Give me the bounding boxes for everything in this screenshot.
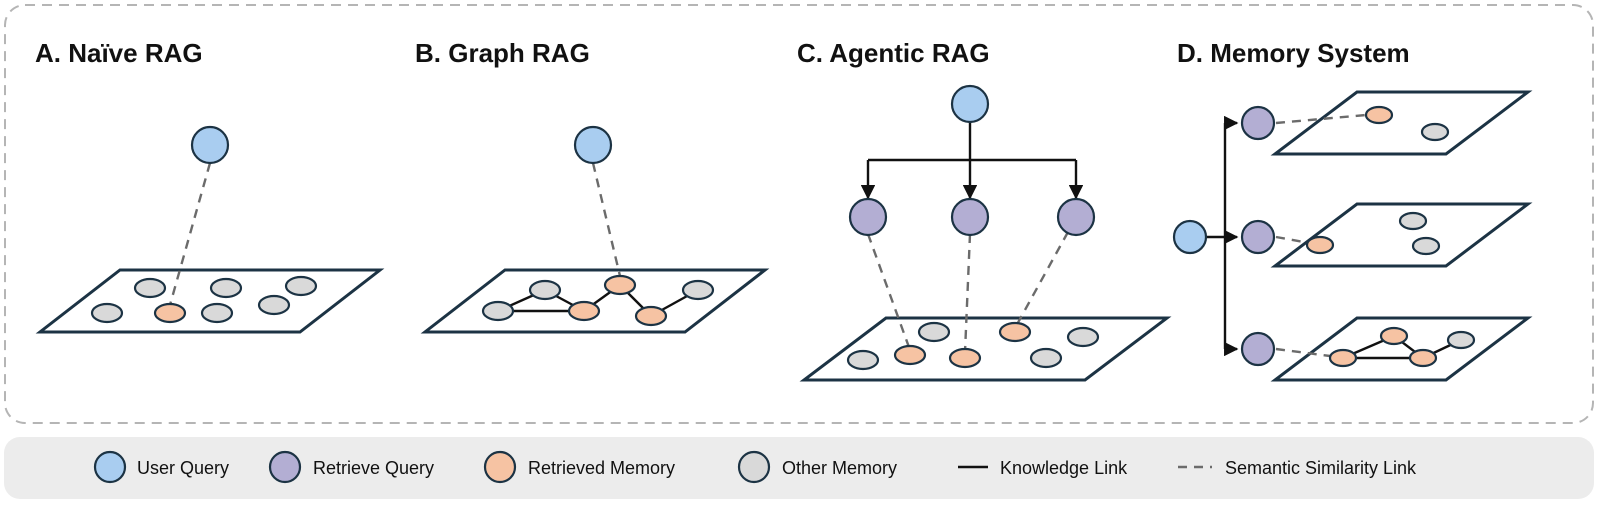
panel-frame — [4, 4, 1594, 424]
other-memory-node — [681, 279, 715, 301]
legend: User Query Retrieve Query Retrieved Memo… — [4, 437, 1594, 499]
semantic-link — [1013, 231, 1070, 329]
panel-memory-system: D. Memory System — [1172, 38, 1533, 382]
other-memory-node — [1029, 347, 1063, 369]
other-memory-node — [1066, 326, 1100, 348]
semantic-link — [591, 162, 622, 277]
retrieved-memory-node — [153, 302, 187, 324]
user-query-node — [573, 125, 613, 165]
legend-label-knowledge-link: Knowledge Link — [1000, 458, 1128, 478]
panel-graph-rag: B. Graph RAG — [415, 38, 770, 334]
other-memory-node — [528, 279, 562, 301]
legend-label-retrieved-memory: Retrieved Memory — [528, 458, 675, 478]
other-memory-node — [1420, 122, 1450, 142]
legend-label-other-memory: Other Memory — [782, 458, 897, 478]
user-query-node — [190, 125, 230, 165]
retrieved-memory-node — [634, 305, 668, 327]
other-memory-node — [1398, 211, 1428, 231]
other-memory-node — [209, 277, 243, 299]
retrieved-memory-node — [603, 274, 637, 296]
memory-plane — [1270, 90, 1533, 156]
panel-title-graph-rag: B. Graph RAG — [415, 38, 590, 68]
panel-title-agentic-rag: C. Agentic RAG — [797, 38, 990, 68]
retrieved-memory-node — [1364, 105, 1394, 125]
semantic-link — [963, 233, 972, 353]
legend-background — [4, 437, 1594, 499]
retrieved-memory-node — [948, 347, 982, 369]
memory-plane — [1270, 202, 1533, 268]
panel-naive-rag: A. Naïve RAG — [35, 38, 385, 334]
retrieved-memory-node — [1305, 235, 1335, 255]
legend-user-query-icon — [93, 450, 127, 484]
legend-label-retrieve-query: Retrieve Query — [313, 458, 434, 478]
other-memory-node — [917, 321, 951, 343]
panel-agentic-rag: C. Agentic RAG — [797, 38, 1172, 382]
other-memory-node — [257, 294, 291, 316]
retrieved-memory-node — [1408, 348, 1438, 368]
retrieve-query-node — [1240, 105, 1276, 141]
retrieved-memory-node — [567, 300, 601, 322]
semantic-link — [866, 233, 912, 351]
retrieved-memory-node — [893, 344, 927, 366]
semantic-link — [168, 162, 212, 306]
retrieve-query-node — [1056, 197, 1096, 237]
retrieve-query-node — [1240, 219, 1276, 255]
other-memory-node — [284, 275, 318, 297]
user-query-node — [950, 84, 990, 124]
legend-retrieved-memory-icon — [483, 450, 517, 484]
other-memory-node — [200, 302, 234, 324]
legend-other-memory-icon — [737, 450, 771, 484]
retrieved-memory-node — [1379, 326, 1409, 346]
legend-label-semantic-link: Semantic Similarity Link — [1225, 458, 1417, 478]
retrieved-memory-node — [1328, 348, 1358, 368]
other-memory-node — [133, 277, 167, 299]
other-memory-node — [481, 300, 515, 322]
other-memory-node — [1411, 236, 1441, 256]
other-memory-node — [90, 302, 124, 324]
retrieve-query-node — [950, 197, 990, 237]
panel-title-naive-rag: A. Naïve RAG — [35, 38, 203, 68]
user-query-node — [1172, 219, 1208, 255]
legend-retrieve-query-icon — [268, 450, 302, 484]
other-memory-node — [1446, 330, 1476, 350]
retrieved-memory-node — [998, 321, 1032, 343]
retrieve-query-node — [848, 197, 888, 237]
legend-label-user-query: User Query — [137, 458, 229, 478]
panel-title-memory-system: D. Memory System — [1177, 38, 1410, 68]
retrieve-query-node — [1240, 331, 1276, 367]
other-memory-node — [846, 349, 880, 371]
